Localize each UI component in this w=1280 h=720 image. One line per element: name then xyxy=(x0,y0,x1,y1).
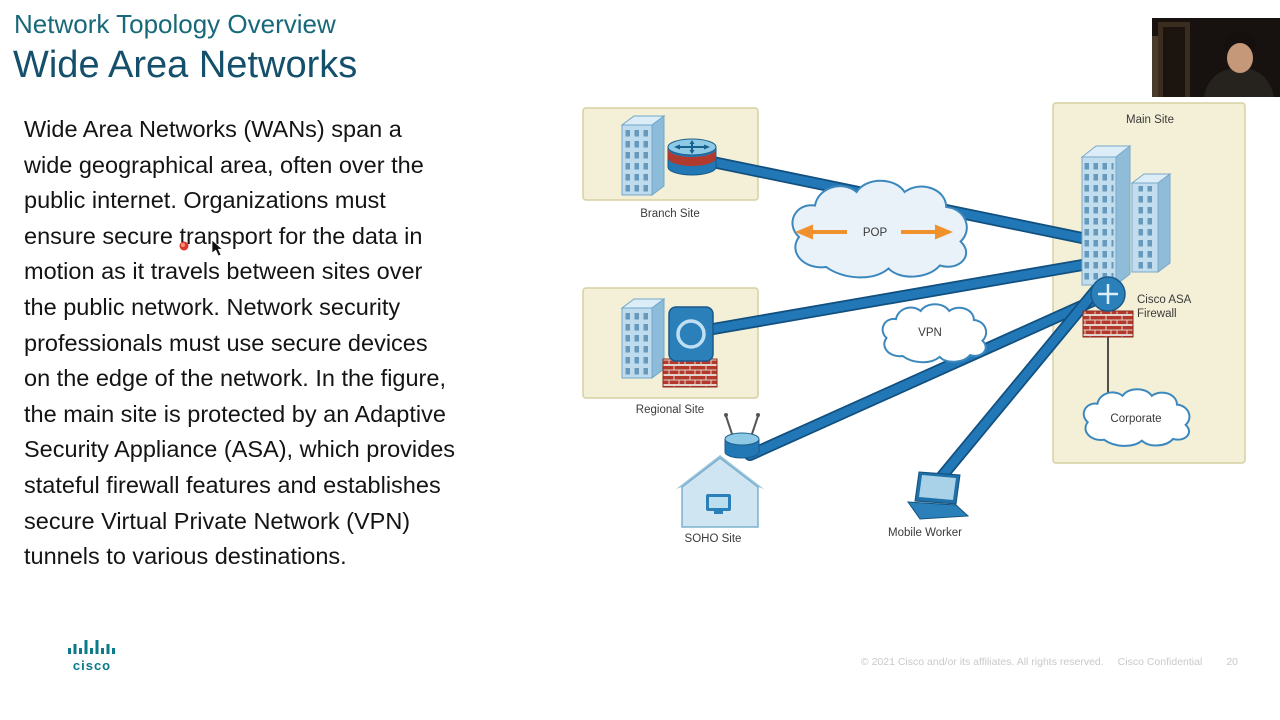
soho-site-label: SOHO Site xyxy=(685,533,742,545)
cisco-logo: cisco xyxy=(62,638,122,672)
branch-router-icon xyxy=(667,138,717,176)
branch-building-icon xyxy=(621,115,665,196)
wan-links xyxy=(684,153,1112,487)
pop-arrow-right-head xyxy=(935,224,953,240)
body-paragraph: Wide Area Networks (WANs) span a wide ge… xyxy=(24,116,456,570)
presenter-silhouette xyxy=(1204,32,1274,97)
asa-label-line1: Cisco ASA xyxy=(1137,294,1192,306)
cisco-logo-bars-icon xyxy=(68,640,115,654)
asa-firewall-icon xyxy=(1082,276,1134,338)
footer-confidential: Cisco Confidential xyxy=(1117,656,1203,668)
mobile-worker-label: Mobile Worker xyxy=(888,527,962,539)
soho-house-icon xyxy=(676,455,764,528)
pointer-layer xyxy=(179,239,224,257)
corporate-label: Corporate xyxy=(1110,413,1161,425)
soho-wireless-router-icon xyxy=(724,413,760,459)
asa-label-line2: Firewall xyxy=(1137,308,1177,320)
slide-subtitle: Network Topology Overview xyxy=(14,9,336,39)
wan-link-regional xyxy=(685,258,1099,338)
main-buildings-icon xyxy=(1080,144,1172,287)
pop-arrows xyxy=(795,224,953,240)
regional-building-icon xyxy=(621,298,665,379)
network-topology-diagram: Branch Site Regional Site SOHO Site Mobi… xyxy=(582,102,1246,545)
presenter-video xyxy=(1152,18,1280,97)
laser-pointer-dot xyxy=(179,241,189,251)
mouse-cursor-icon xyxy=(211,239,224,257)
regional-firewall-icon xyxy=(662,306,718,388)
laptop-icon xyxy=(906,471,970,520)
branch-site-label: Branch Site xyxy=(640,208,699,220)
main-site-label: Main Site xyxy=(1126,114,1174,126)
pop-label: POP xyxy=(863,227,888,239)
wan-link-mobile xyxy=(933,279,1106,486)
regional-site-label: Regional Site xyxy=(636,404,704,416)
slide-footer: © 2021 Cisco and/or its affiliates. All … xyxy=(861,656,1238,668)
pop-arrow-left-head xyxy=(795,224,813,240)
cisco-logo-text: cisco xyxy=(72,658,112,673)
wan-link-soho xyxy=(745,290,1111,460)
vpn-label: VPN xyxy=(918,327,942,339)
page-title: Wide Area Networks xyxy=(13,44,358,86)
footer-copyright: © 2021 Cisco and/or its affiliates. All … xyxy=(860,656,1104,668)
page-number: 20 xyxy=(1226,656,1238,668)
webcam-overlay xyxy=(1152,18,1280,97)
